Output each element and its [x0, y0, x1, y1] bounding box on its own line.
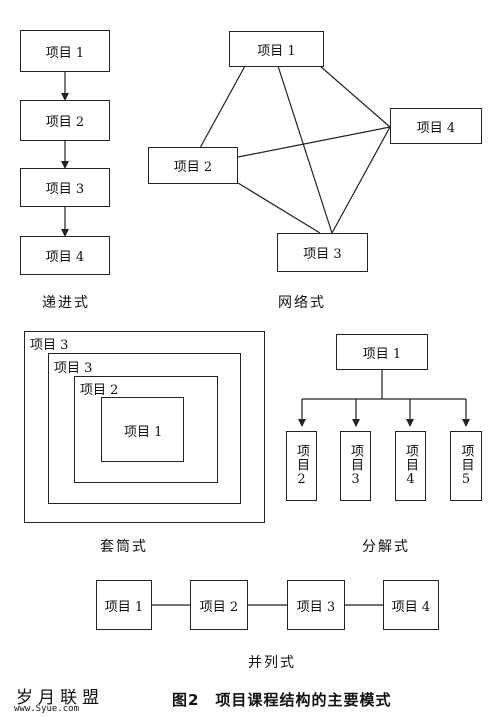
network-item-2: 项目 2 — [148, 147, 238, 184]
nested-box-second — [48, 353, 241, 504]
progressive-item-4: 项目 4 — [20, 236, 110, 275]
decomposition-child-3: 项目3 — [340, 431, 371, 501]
decomposition-root: 项目 1 — [336, 334, 428, 370]
network-edge-3-4 — [331, 126, 391, 234]
figure-title: 图2 项目课程结构的主要模式 — [172, 691, 392, 709]
nested-box-inner — [101, 397, 184, 462]
decomposition-child-2: 项目2 — [286, 431, 317, 501]
progressive-caption: 递进式 — [42, 295, 90, 311]
progressive-item-2: 项目 2 — [20, 100, 110, 141]
nested-box-third — [74, 376, 218, 483]
nested-label-outer: 项目 3 — [30, 338, 69, 353]
network-caption: 网络式 — [278, 295, 326, 311]
network-edge-1-3 — [277, 65, 333, 234]
network-edge-1-4 — [319, 65, 391, 128]
watermark-text: 岁月联盟 — [16, 688, 104, 708]
parallel-caption: 并列式 — [248, 655, 296, 671]
nested-caption: 套筒式 — [100, 539, 148, 555]
nested-label-second: 项目 3 — [54, 361, 93, 376]
decomposition-child-3-label: 项目3 — [348, 444, 363, 488]
parallel-item-1: 项目 1 — [96, 580, 152, 630]
network-item-3: 项目 3 — [277, 233, 368, 272]
decomposition-caption: 分解式 — [362, 539, 410, 555]
nested-label-inner: 项目 1 — [124, 425, 163, 440]
network-edge-2-3 — [237, 182, 321, 234]
network-edge-1-2 — [199, 65, 246, 149]
network-edge-2-4 — [237, 126, 391, 158]
parallel-item-4: 项目 4 — [383, 580, 439, 630]
decomposition-child-2-label: 项目2 — [294, 444, 309, 488]
parallel-item-2: 项目 2 — [190, 580, 248, 630]
nested-box-outer — [24, 331, 265, 523]
decomposition-child-5: 项目5 — [450, 431, 482, 501]
nested-label-third: 项目 2 — [80, 383, 119, 398]
network-item-1: 项目 1 — [229, 31, 324, 67]
decomposition-child-5-label: 项目5 — [458, 444, 474, 488]
watermark-url: www.Syue.com — [14, 704, 80, 714]
decomposition-child-4-label: 项目4 — [403, 444, 418, 488]
network-item-4: 项目 4 — [390, 108, 482, 144]
decomposition-child-4: 项目4 — [395, 431, 426, 501]
parallel-item-3: 项目 3 — [287, 580, 345, 630]
progressive-item-3: 项目 3 — [20, 168, 110, 207]
progressive-item-1: 项目 1 — [20, 30, 110, 72]
